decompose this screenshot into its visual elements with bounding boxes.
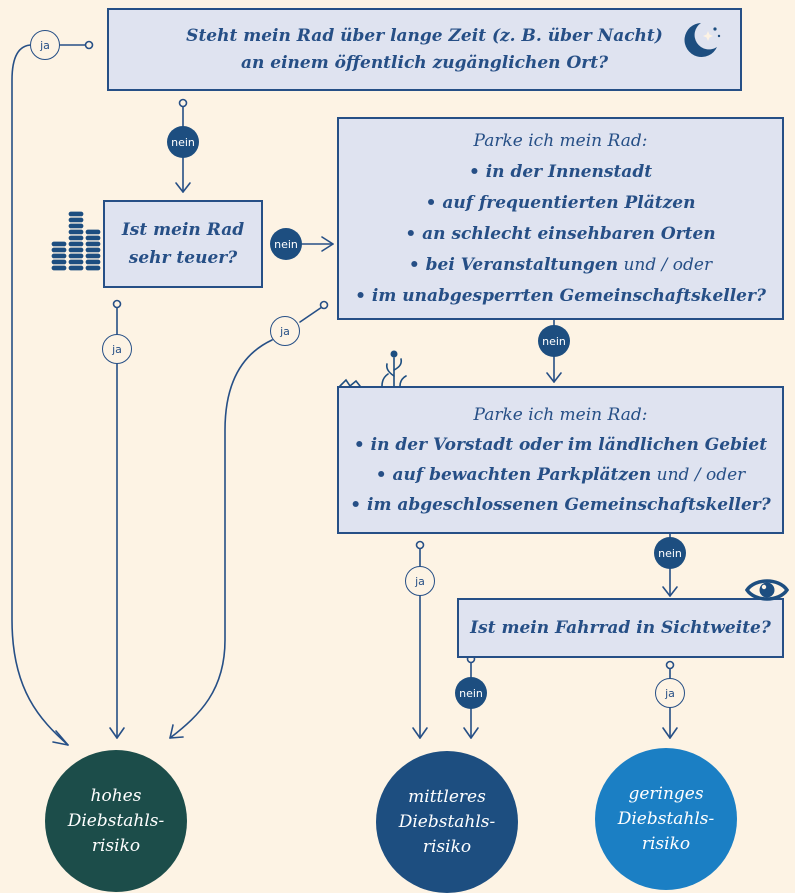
q4-item1: • in der Vorstadt oder im ländlichen Geb… — [353, 435, 768, 455]
result-high-line1: hohes — [90, 785, 142, 806]
result-low-line3: risiko — [641, 833, 691, 854]
question-expensive: Ist mein Rad sehr teuer? — [103, 200, 263, 288]
eye-icon — [745, 579, 789, 601]
q2-line2: sehr teuer? — [128, 248, 238, 268]
q3-item2: • auf frequentierten Plätzen — [425, 192, 696, 213]
q3-item4-suffix: und / oder — [618, 254, 713, 275]
q2-line1: Ist mein Rad — [121, 220, 245, 240]
q3-item5: • im unabgesperrten Gemeinschaftskeller? — [355, 285, 766, 306]
label-q1-nein: nein — [167, 126, 199, 158]
label-q1-ja: ja — [30, 30, 60, 60]
question-in-sight: Ist mein Fahrrad in Sichtweite? — [457, 598, 784, 658]
question-low-risk-locations: Parke ich mein Rad: • in der Vorstadt od… — [337, 386, 784, 534]
q5-text: Ist mein Fahrrad in Sichtweite? — [470, 618, 771, 638]
result-low-line2: Diebstahls- — [617, 808, 715, 829]
q4-item3: • im abgeschlossenen Gemeinschaftskeller… — [350, 495, 771, 515]
result-medium-line1: mittleres — [408, 786, 486, 807]
q1-line2: an einem öffentlich zugänglichen Ort? — [240, 52, 609, 73]
result-high-risk: hohes Diebstahls- risiko — [45, 750, 187, 892]
label-q2-nein: nein — [270, 228, 302, 260]
result-medium-risk: mittleres Diebstahls- risiko — [376, 751, 518, 893]
plant-icon — [339, 350, 407, 388]
label-q4-ja: ja — [405, 566, 435, 596]
question-high-risk-locations: Parke ich mein Rad: • in der Innenstadt … — [337, 117, 784, 320]
coin-stacks-icon — [50, 210, 102, 272]
result-high-line3: risiko — [91, 835, 141, 856]
result-medium-line2: Diebstahls- — [398, 811, 496, 832]
label-q2-ja: ja — [102, 334, 132, 364]
result-low-line1: geringes — [628, 783, 704, 804]
question-overnight-public: Steht mein Rad über lange Zeit (z. B. üb… — [107, 8, 742, 91]
connector-q3-ja — [299, 306, 323, 323]
moon-stars-icon — [684, 23, 721, 57]
label-q3-ja: ja — [270, 316, 300, 346]
q4-intro: Parke ich mein Rad: — [473, 405, 648, 425]
q4-item2: • auf bewachten Parkplätzen — [375, 465, 652, 485]
q3-item3: • an schlecht einsehbaren Orten — [405, 223, 716, 244]
result-medium-line3: risiko — [422, 836, 472, 857]
q3-intro: Parke ich mein Rad: — [473, 130, 648, 151]
label-q3-nein: nein — [538, 325, 570, 357]
label-q5-nein: nein — [455, 677, 487, 709]
q3-item1: • in der Innenstadt — [468, 161, 653, 182]
label-q5-ja: ja — [655, 678, 685, 708]
result-low-risk: geringes Diebstahls- risiko — [595, 748, 737, 890]
label-q4-nein: nein — [654, 537, 686, 569]
result-high-line2: Diebstahls- — [67, 810, 165, 831]
q4-item2-suffix: und / oder — [651, 465, 746, 485]
q1-line1: Steht mein Rad über lange Zeit (z. B. üb… — [186, 25, 663, 46]
q3-item4: • bei Veranstaltungen — [408, 254, 619, 275]
